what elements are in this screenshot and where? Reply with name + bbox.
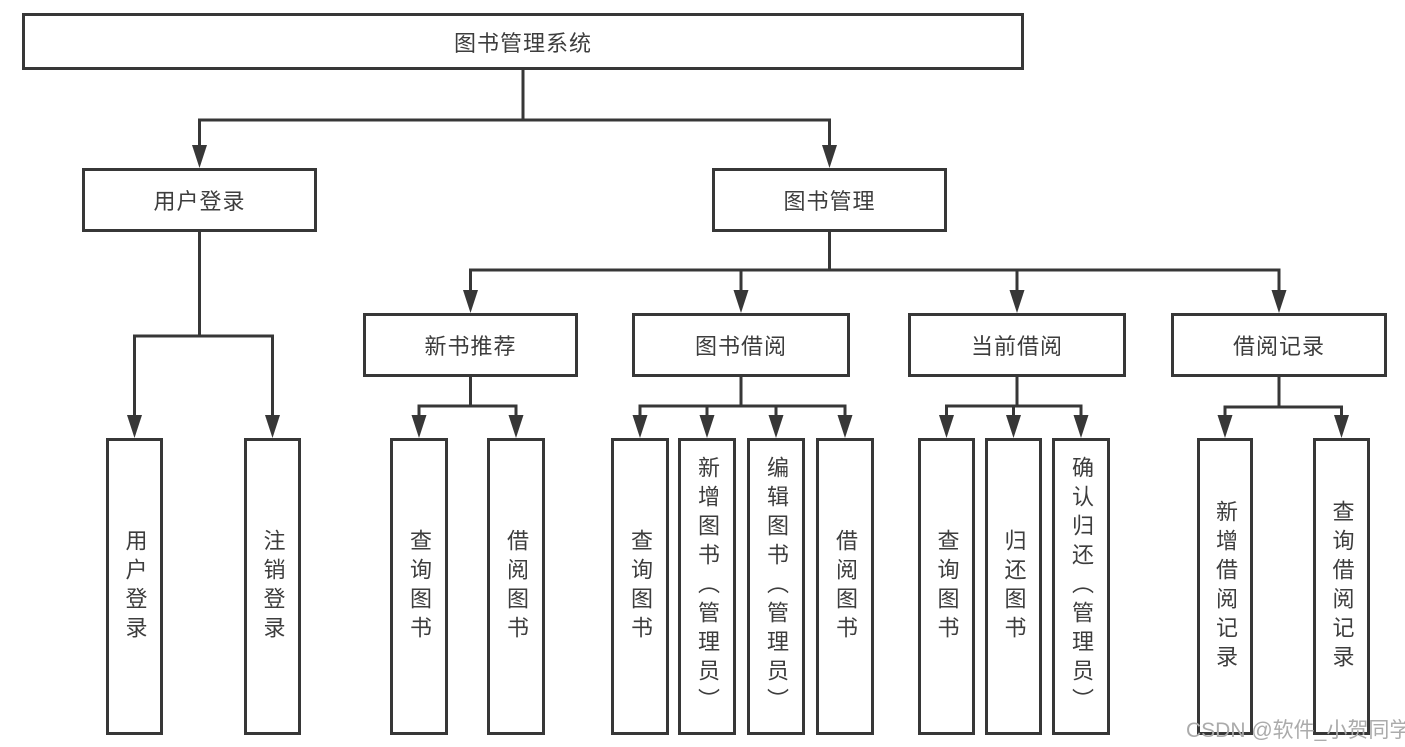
leaf-add-book-admin-label: 新增图书（管理员） xyxy=(695,456,720,717)
leaf-borrow-books-1-label: 借阅图书 xyxy=(504,528,529,645)
node-new-book-recommend: 新书推荐 xyxy=(363,313,578,377)
leaf-borrow-books-1: 借阅图书 xyxy=(487,438,545,735)
leaf-add-borrow-record: 新增借阅记录 xyxy=(1197,438,1253,735)
leaf-logout-label: 注销登录 xyxy=(260,528,286,645)
leaf-edit-book-admin-label: 编辑图书（管理员） xyxy=(764,456,789,717)
leaf-user-login-label: 用户登录 xyxy=(122,528,148,645)
node-root-label: 图书管理系统 xyxy=(453,30,592,56)
leaf-query-books-1: 查询图书 xyxy=(390,438,448,735)
leaf-return-book: 归还图书 xyxy=(985,438,1042,735)
watermark: CSDN @软件_小贺同学 xyxy=(1186,719,1405,742)
node-current-borrow: 当前借阅 xyxy=(908,313,1126,377)
leaf-confirm-return-admin-label: 确认归还（管理员） xyxy=(1069,456,1094,717)
leaf-add-borrow-record-label: 新增借阅记录 xyxy=(1213,499,1238,674)
node-book-borrow-label: 图书借阅 xyxy=(694,334,787,359)
leaf-query-borrow-record-label: 查询借阅记录 xyxy=(1329,499,1355,674)
node-book-borrow: 图书借阅 xyxy=(632,313,850,377)
leaf-query-books-2-label: 查询图书 xyxy=(628,528,653,645)
leaf-add-book-admin: 新增图书（管理员） xyxy=(678,438,736,735)
leaf-logout: 注销登录 xyxy=(244,438,301,735)
node-borrow-records: 借阅记录 xyxy=(1171,313,1387,377)
leaf-borrow-books-2: 借阅图书 xyxy=(816,438,874,735)
node-book-management: 图书管理 xyxy=(712,168,947,232)
leaf-query-books-3: 查询图书 xyxy=(918,438,975,735)
leaf-edit-book-admin: 编辑图书（管理员） xyxy=(747,438,805,735)
node-user-login: 用户登录 xyxy=(82,168,317,232)
leaf-user-login: 用户登录 xyxy=(106,438,163,735)
leaf-confirm-return-admin: 确认归还（管理员） xyxy=(1052,438,1110,735)
leaf-query-books-1-label: 查询图书 xyxy=(407,528,432,645)
node-current-borrow-label: 当前借阅 xyxy=(970,334,1063,359)
leaf-return-book-label: 归还图书 xyxy=(1001,528,1027,645)
node-new-book-recommend-label: 新书推荐 xyxy=(424,334,517,359)
leaf-query-books-3-label: 查询图书 xyxy=(934,528,960,645)
leaf-query-books-2: 查询图书 xyxy=(611,438,669,735)
leaf-query-borrow-record: 查询借阅记录 xyxy=(1313,438,1370,735)
node-book-management-label: 图书管理 xyxy=(783,189,876,214)
node-root: 图书管理系统 xyxy=(22,13,1024,70)
node-borrow-records-label: 借阅记录 xyxy=(1232,334,1325,359)
leaf-borrow-books-2-label: 借阅图书 xyxy=(833,528,858,645)
node-user-login-label: 用户登录 xyxy=(153,189,246,214)
